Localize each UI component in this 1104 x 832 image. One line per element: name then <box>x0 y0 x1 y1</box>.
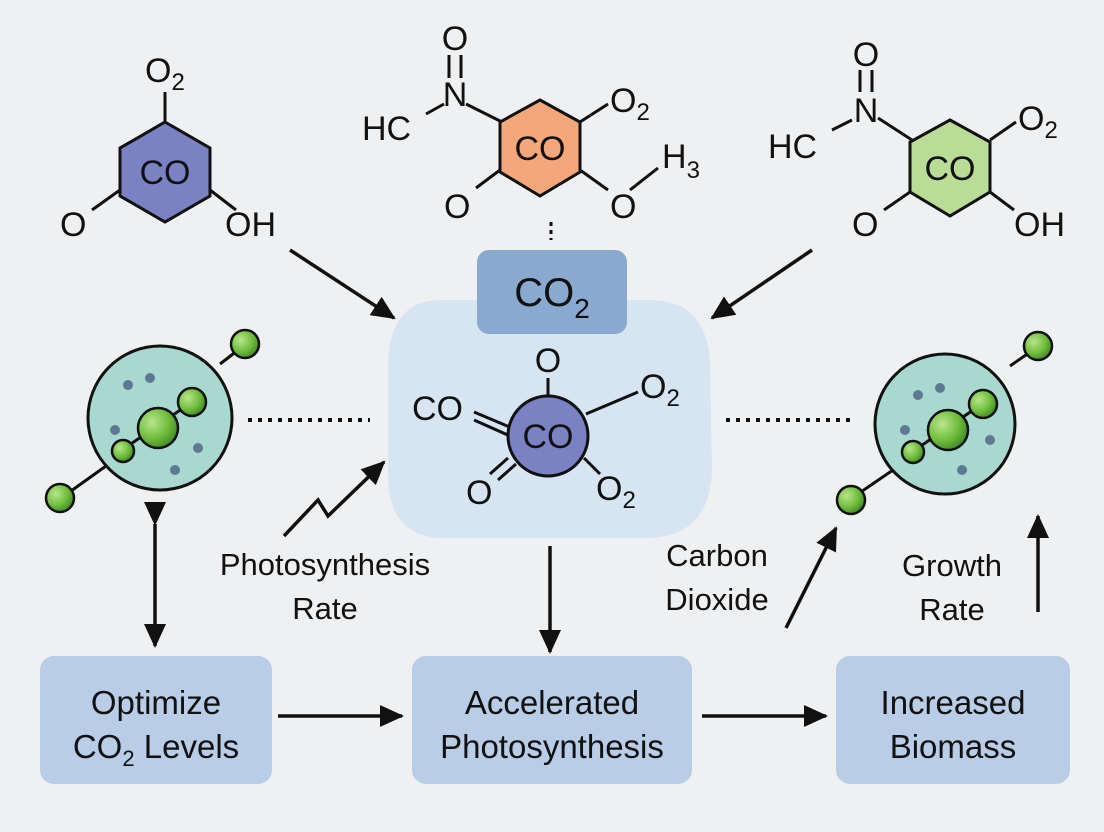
central-chamber: CO2 CO CO O O2 O O2 <box>387 250 712 538</box>
label-rate: Rate <box>292 591 357 626</box>
process-box-optimize: Optimize CO2 Levels <box>40 656 272 784</box>
atom-o: O <box>60 206 86 244</box>
atom-o2-right: O2 <box>610 82 650 126</box>
box-line-1: Increased <box>881 684 1026 721</box>
atom-o-top: O <box>535 342 561 380</box>
atom-o: O <box>444 188 470 226</box>
molecule-left: CO O2 O OH <box>60 52 276 244</box>
atom-o-top: O <box>442 20 468 58</box>
label-dioxide: Dioxide <box>665 582 768 617</box>
label-growth: Growth <box>902 548 1002 583</box>
atom-o-bottom-left: O <box>466 474 492 512</box>
hexagon-ring-green <box>908 118 992 218</box>
molecule-middle: CO O N HC O2 O O H3 <box>362 20 700 240</box>
atom-o: O <box>610 188 636 226</box>
process-box-increased: Increased Biomass <box>836 656 1070 784</box>
atom-hc: HC <box>362 110 411 148</box>
hexagon-ring-orange <box>498 98 582 198</box>
ring-label: CO <box>925 150 976 188</box>
atom-co-left: CO <box>412 390 463 428</box>
atom-o2-top-right: O2 <box>640 368 680 412</box>
box-line-2: CO2 Levels <box>73 728 239 771</box>
atom-hc: HC <box>768 128 817 166</box>
atom-h3: H3 <box>662 138 700 184</box>
atom-o-top: O <box>853 36 879 74</box>
arrow-left-molecule-to-center <box>289 248 396 320</box>
atom-n: N <box>854 92 879 130</box>
atom-o2-bottom-right: O2 <box>596 470 636 514</box>
hexagon-ring-purple <box>118 120 212 224</box>
atom-o: O <box>852 206 878 244</box>
atom-o2-top: O2 <box>145 52 185 96</box>
atom-oh: OH <box>1014 206 1065 244</box>
co2-box-label: CO2 <box>514 271 590 324</box>
atom-o2-right: O2 <box>1018 100 1058 144</box>
cell-right <box>835 330 1054 516</box>
molecule-right: CO O N HC O2 O OH <box>768 36 1065 244</box>
co2-box <box>477 250 627 334</box>
label-growth-rate: Rate <box>919 592 984 627</box>
arrow-right-molecule-to-center <box>710 248 813 320</box>
zigzag-arrow-icon <box>282 460 386 538</box>
atom-oh: OH <box>225 206 276 244</box>
atom-n: N <box>443 76 468 114</box>
ring-label: CO <box>515 130 566 168</box>
process-box-accelerated: Accelerated Photosynthesis <box>412 656 692 784</box>
box-line-1: Accelerated <box>465 684 639 721</box>
box-line-1: Optimize <box>91 684 221 721</box>
central-ring-label: CO <box>523 418 574 456</box>
box-line-2: Biomass <box>890 728 1017 765</box>
box-line-2: Photosynthesis <box>440 728 664 765</box>
arrow-carbon-dioxide-up <box>784 526 838 629</box>
central-ring <box>506 394 590 478</box>
ring-label: CO <box>140 154 191 192</box>
label-carbon: Carbon <box>666 538 768 573</box>
label-photosynthesis: Photosynthesis <box>220 547 430 582</box>
cell-left <box>44 328 261 514</box>
